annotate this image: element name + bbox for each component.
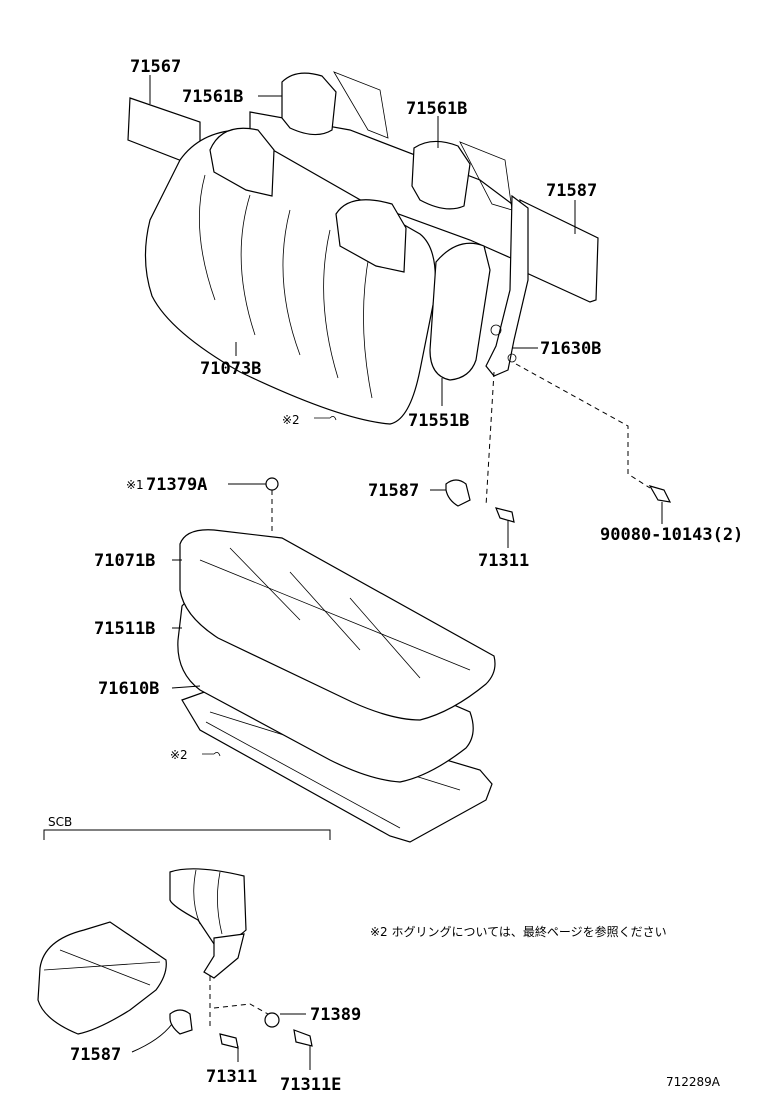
clip-71379a [265,477,279,491]
bolt-90080 [648,485,672,503]
rear-board-right [519,199,599,303]
dash-71311-mid [485,371,495,507]
label-mark2-bottom: ※2 [170,748,188,762]
label-71311e: 71311E [280,1075,341,1095]
cushion-cover-seam-1 [199,559,471,671]
scb-screw-71311e [293,1029,313,1047]
label-mark1: ※1 [126,478,144,492]
label-71587-mid: 71587 [368,481,419,501]
label-71561b-left: 71561B [182,87,243,107]
label-mark2-top: ※2 [282,413,300,427]
scb-cushion-seam-2 [59,949,151,986]
cover-71587-mid [445,479,471,507]
bracket-71630b [485,194,529,377]
label-71610b: 71610B [98,679,159,699]
scb-cushion [37,921,167,1035]
label-71311-mid: 71311 [478,551,529,571]
label-71630b: 71630B [540,339,601,359]
label-71587-bottom: 71587 [70,1045,121,1065]
integrated-headrest-left [209,127,275,197]
seat-back-pleat-3 [282,209,301,356]
scb-nut-71389 [264,1012,280,1028]
figure-id: 712289A [666,1075,721,1089]
seat-back-pleat-2 [240,194,256,336]
screw-71311-mid [495,507,515,523]
label-71567: 71567 [130,57,181,77]
headrest-stay-left [333,71,389,139]
label-71511b: 71511B [94,619,155,639]
label-90080: 90080-10143(2) [600,525,743,545]
label-71587-top: 71587 [546,181,597,201]
label-71379a: 71379A [146,475,207,495]
seat-back-pleat-4 [323,229,339,379]
leader-scb-71587 [131,1023,173,1053]
label-71311-bottom: 71311 [206,1067,257,1087]
integrated-headrest-right [335,199,407,273]
scb-back-pleat-2 [217,871,223,935]
scb-back-pleat-1 [193,869,201,925]
hog-ring-note: ※2 ホグリングについては、最終ページを参照ください [370,924,667,939]
leader-71610b [171,685,201,689]
label-71071b: 71071B [94,551,155,571]
scb-seat-back [169,868,247,945]
side-bolster-71551b [429,242,491,381]
label-71389: 71389 [310,1005,361,1025]
seat-back-pleat-5 [363,249,373,399]
cushion-frame-rail-2 [205,721,401,829]
label-71561b-right: 71561B [406,99,467,119]
bracket-bolt [507,353,517,363]
label-71073b: 71073B [200,359,261,379]
cushion-cover-seam-2 [229,547,301,621]
label-scb: SCB [48,815,72,829]
scb-inset-border [43,829,331,840]
dash-90080 [515,363,651,489]
scb-dash-2 [213,1003,269,1015]
cushion-cover-seam-4 [349,597,421,679]
scb-screw-71311 [219,1033,239,1049]
bracket-hole [490,324,502,336]
hog-ring-top [314,416,337,421]
scb-bracket [203,933,245,979]
label-71551b: 71551B [408,411,469,431]
seat-back-pleat-1 [199,174,216,301]
scb-cover-71587 [169,1009,193,1035]
cushion-cover-seam-3 [289,571,361,651]
headrest-71561b-right [411,140,471,210]
hog-ring-bottom [202,752,221,757]
headrest-71561b-left [281,72,337,136]
